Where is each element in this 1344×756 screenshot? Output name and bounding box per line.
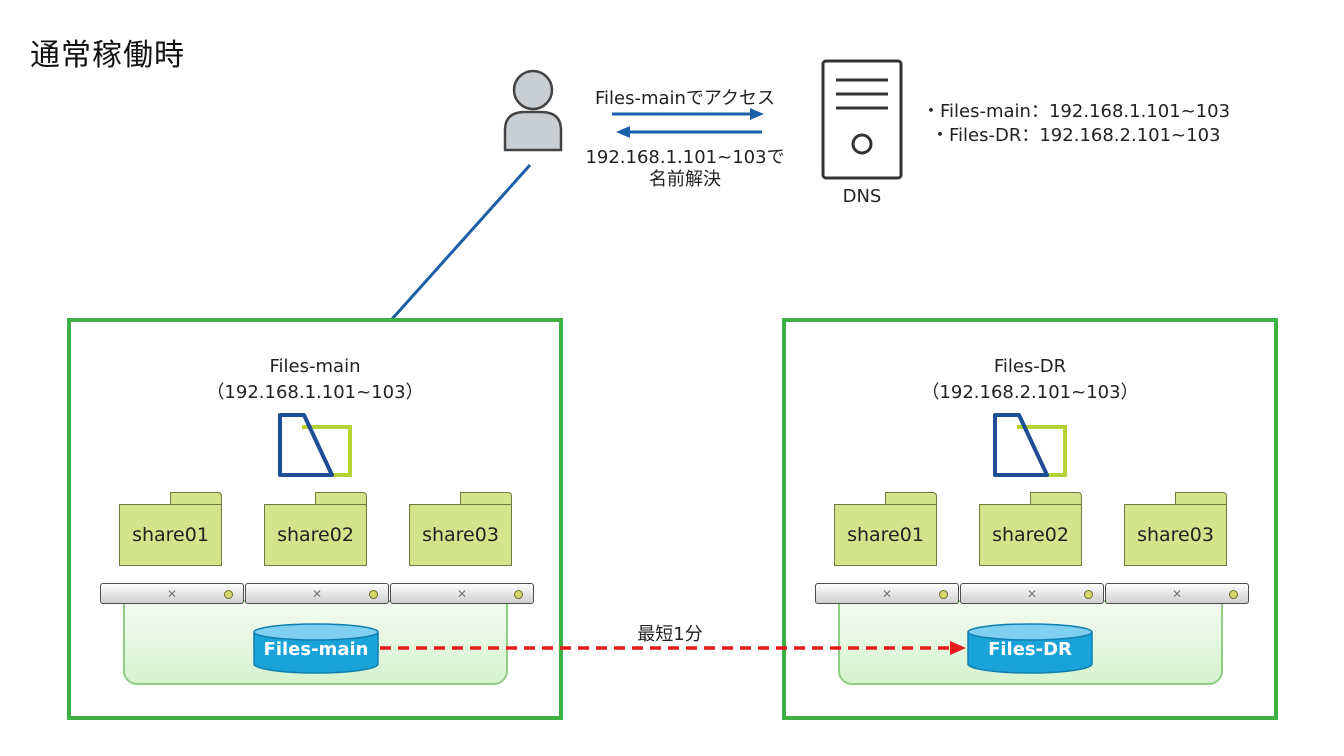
database-cylinder-icon bbox=[967, 623, 1093, 674]
site-ip-range: （192.168.2.101~103） bbox=[921, 382, 1139, 403]
replication-interval-label: 最短1分 bbox=[637, 624, 703, 645]
response-label-line1: 192.168.1.101~103で bbox=[585, 147, 785, 168]
site-name: Files-DR bbox=[993, 356, 1067, 377]
share-folder: share03 bbox=[1124, 504, 1227, 566]
share-folder: share02 bbox=[264, 504, 367, 566]
server-node: ✕ bbox=[100, 583, 244, 604]
nutanix-files-logo-icon bbox=[278, 413, 352, 477]
server-node: ✕ bbox=[815, 583, 959, 604]
server-node: ✕ bbox=[1105, 583, 1249, 604]
dns-server-icon bbox=[821, 59, 903, 180]
server-node: ✕ bbox=[245, 583, 389, 604]
folder-tab bbox=[885, 492, 937, 506]
folder-tab bbox=[1175, 492, 1227, 506]
dns-record-files-main: ・Files-main：192.168.1.101~103 bbox=[922, 101, 1231, 122]
server-node: ✕ bbox=[390, 583, 534, 604]
share-folder: share03 bbox=[409, 504, 512, 566]
database-cylinder-icon bbox=[253, 623, 379, 674]
share-folder: share01 bbox=[834, 504, 937, 566]
response-label-line2: 名前解決 bbox=[649, 169, 721, 190]
volume-label: Files-DR bbox=[988, 639, 1072, 660]
replication-arrow bbox=[380, 641, 966, 655]
share-folder: share02 bbox=[979, 504, 1082, 566]
site-name: Files-main bbox=[269, 356, 361, 377]
dns-record-files-dr: ・Files-DR：192.168.2.101~103 bbox=[931, 125, 1221, 146]
folder-tab bbox=[170, 492, 222, 506]
folder-tab bbox=[1030, 492, 1082, 506]
dns-label: DNS bbox=[842, 186, 882, 207]
volume-label: Files-main bbox=[263, 639, 369, 660]
server-node: ✕ bbox=[960, 583, 1104, 604]
request-label: Files-mainでアクセス bbox=[594, 88, 776, 109]
page-title: 通常稼働時 bbox=[30, 38, 185, 73]
user-icon bbox=[503, 69, 563, 152]
share-folder: share01 bbox=[119, 504, 222, 566]
folder-tab bbox=[460, 492, 512, 506]
site-ip-range: （192.168.1.101~103） bbox=[206, 382, 424, 403]
nutanix-files-logo-icon bbox=[993, 413, 1067, 477]
folder-tab bbox=[315, 492, 367, 506]
dns-query-arrows bbox=[612, 108, 764, 138]
